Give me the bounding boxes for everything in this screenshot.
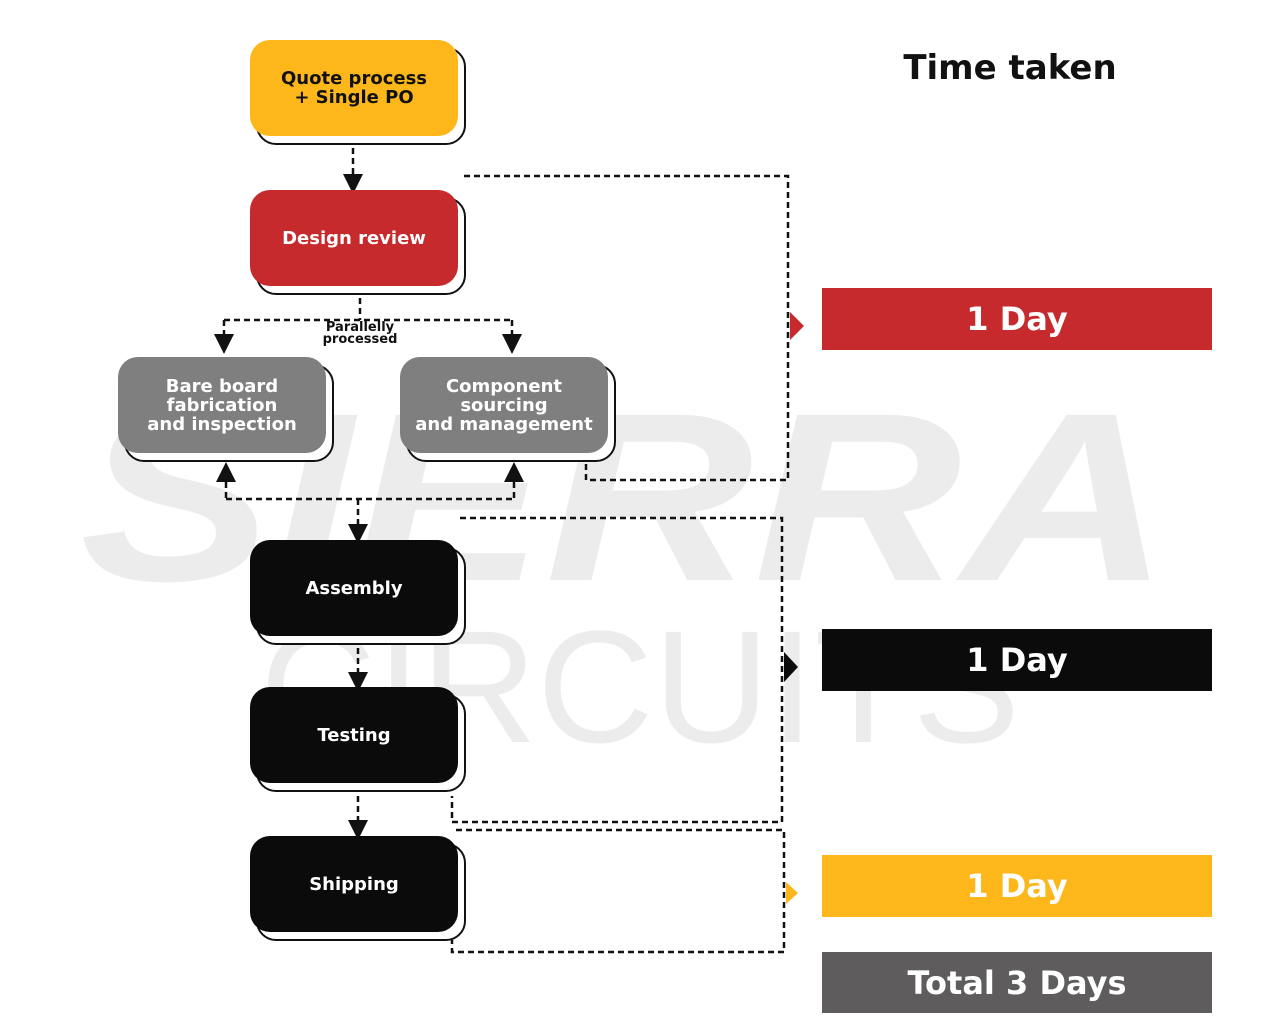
parallel-note: Parallelly processed [322,320,398,347]
pointer-3-icon [786,882,798,904]
pointer-2-icon [784,652,798,682]
time-taken-title: Time taken [903,48,1117,88]
step-bare-board-fabrication: Bare board fabrication and inspection [118,357,326,453]
bracket-assembly-phase [450,516,784,824]
duration-shipping-phase: 1 Day [822,855,1212,917]
pointer-1-icon [790,312,804,340]
bracket-shipping-phase [450,828,786,954]
duration-assembly-phase: 1 Day [822,629,1212,691]
total-duration: Total 3 Days [822,952,1212,1013]
duration-design-phase: 1 Day [822,288,1212,350]
step-testing: Testing [250,687,458,783]
step-shipping: Shipping [250,836,458,932]
step-component-sourcing: Component sourcing and management [400,357,608,453]
bracket-design-phase [464,174,790,482]
step-quote-process: Quote process + Single PO [250,40,458,136]
step-assembly: Assembly [250,540,458,636]
step-design-review: Design review [250,190,458,286]
